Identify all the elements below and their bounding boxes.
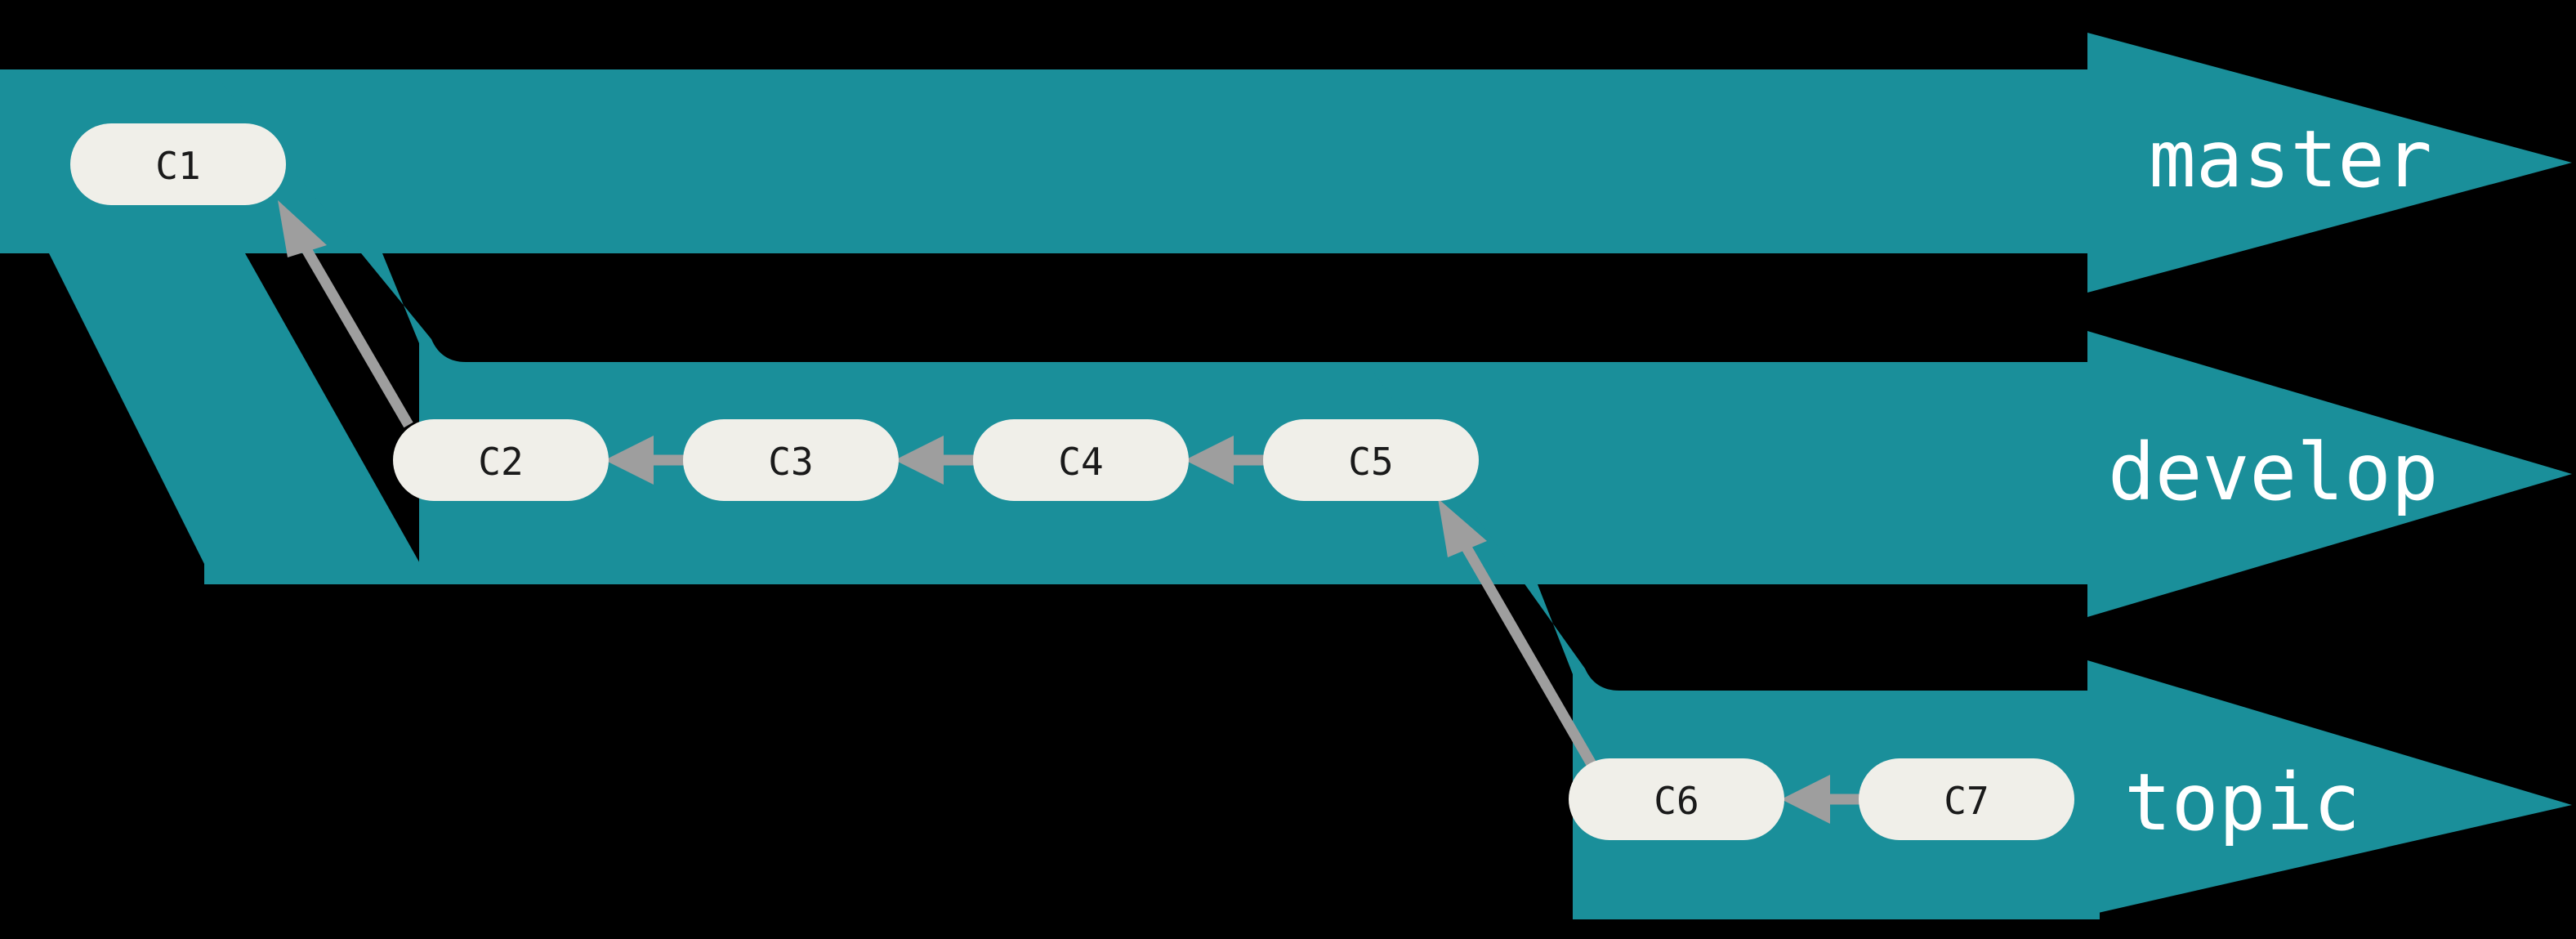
- commit-node-c1-label: C1: [155, 144, 200, 188]
- develop-arrowhead: [2087, 331, 2572, 617]
- branch-arrowhead-develop: [2034, 331, 2572, 617]
- commit-node-c6-shape[interactable]: [1569, 758, 1784, 840]
- edge-c3-c2-arrowhead: [605, 436, 654, 485]
- edge-c2-to-c1: [278, 200, 413, 428]
- commit-node-c3-shape[interactable]: [683, 419, 899, 501]
- commit-node-c2[interactable]: C2: [393, 419, 609, 501]
- commit-node-c6[interactable]: C6: [1569, 758, 1784, 840]
- commit-node-c4-shape[interactable]: [973, 419, 1189, 501]
- commit-node-c7[interactable]: C7: [1859, 758, 2074, 840]
- edge-c5-to-c4: [1185, 436, 1270, 485]
- commit-node-c1[interactable]: C1: [70, 123, 286, 205]
- develop-arrowhead-joint: [2034, 362, 2100, 584]
- commit-node-c3[interactable]: C3: [683, 419, 899, 501]
- commit-nodes: C1 C2 C3 C4 C5 C6: [70, 123, 2074, 840]
- edge-c2-c1-arrowhead: [278, 200, 327, 257]
- commit-node-c2-label: C2: [478, 440, 523, 484]
- commit-node-c1-shape[interactable]: [70, 123, 286, 205]
- commit-node-c7-label: C7: [1944, 779, 1989, 823]
- branch-lane-master: [0, 69, 2087, 584]
- branch-labels: master develop topic: [2108, 114, 2439, 848]
- edge-c6-c5-line: [1459, 540, 1596, 767]
- commit-edges: [278, 200, 1867, 824]
- commit-node-c3-label: C3: [768, 440, 813, 484]
- commit-node-c2-shape[interactable]: [393, 419, 609, 501]
- commit-node-c5-label: C5: [1348, 440, 1393, 484]
- branch-arrowhead-topic: [2034, 660, 2572, 919]
- commit-node-c4[interactable]: C4: [973, 419, 1189, 501]
- edge-c6-to-c5: [1438, 499, 1596, 767]
- master-arrowhead-joint: [2034, 69, 2100, 253]
- edge-c3-to-c2: [605, 436, 690, 485]
- commit-node-c5[interactable]: C5: [1263, 419, 1479, 501]
- commit-node-c7-shape[interactable]: [1859, 758, 2074, 840]
- edge-c7-c6-arrowhead: [1781, 775, 1830, 824]
- edge-c4-to-c3: [895, 436, 980, 485]
- commit-node-c6-label: C6: [1654, 779, 1699, 823]
- branch-lane-develop: [419, 362, 2087, 584]
- edge-c6-c5-arrowhead: [1438, 499, 1487, 557]
- commit-node-c4-label: C4: [1058, 440, 1103, 484]
- master-lane-path: [0, 69, 2087, 584]
- branch-label-develop: develop: [2108, 427, 2439, 518]
- develop-lane-path: [419, 362, 2087, 584]
- branch-arrowhead-master: [2034, 33, 2572, 293]
- commit-node-c5-shape[interactable]: [1263, 419, 1479, 501]
- master-arrowhead: [2087, 33, 2572, 293]
- topic-arrowhead: [2087, 660, 2572, 915]
- branch-label-master: master: [2149, 114, 2432, 205]
- edge-c2-c1-line: [299, 242, 413, 428]
- edge-c5-c4-arrowhead: [1185, 436, 1234, 485]
- branch-label-topic: topic: [2124, 757, 2360, 848]
- edge-c4-c3-arrowhead: [895, 436, 944, 485]
